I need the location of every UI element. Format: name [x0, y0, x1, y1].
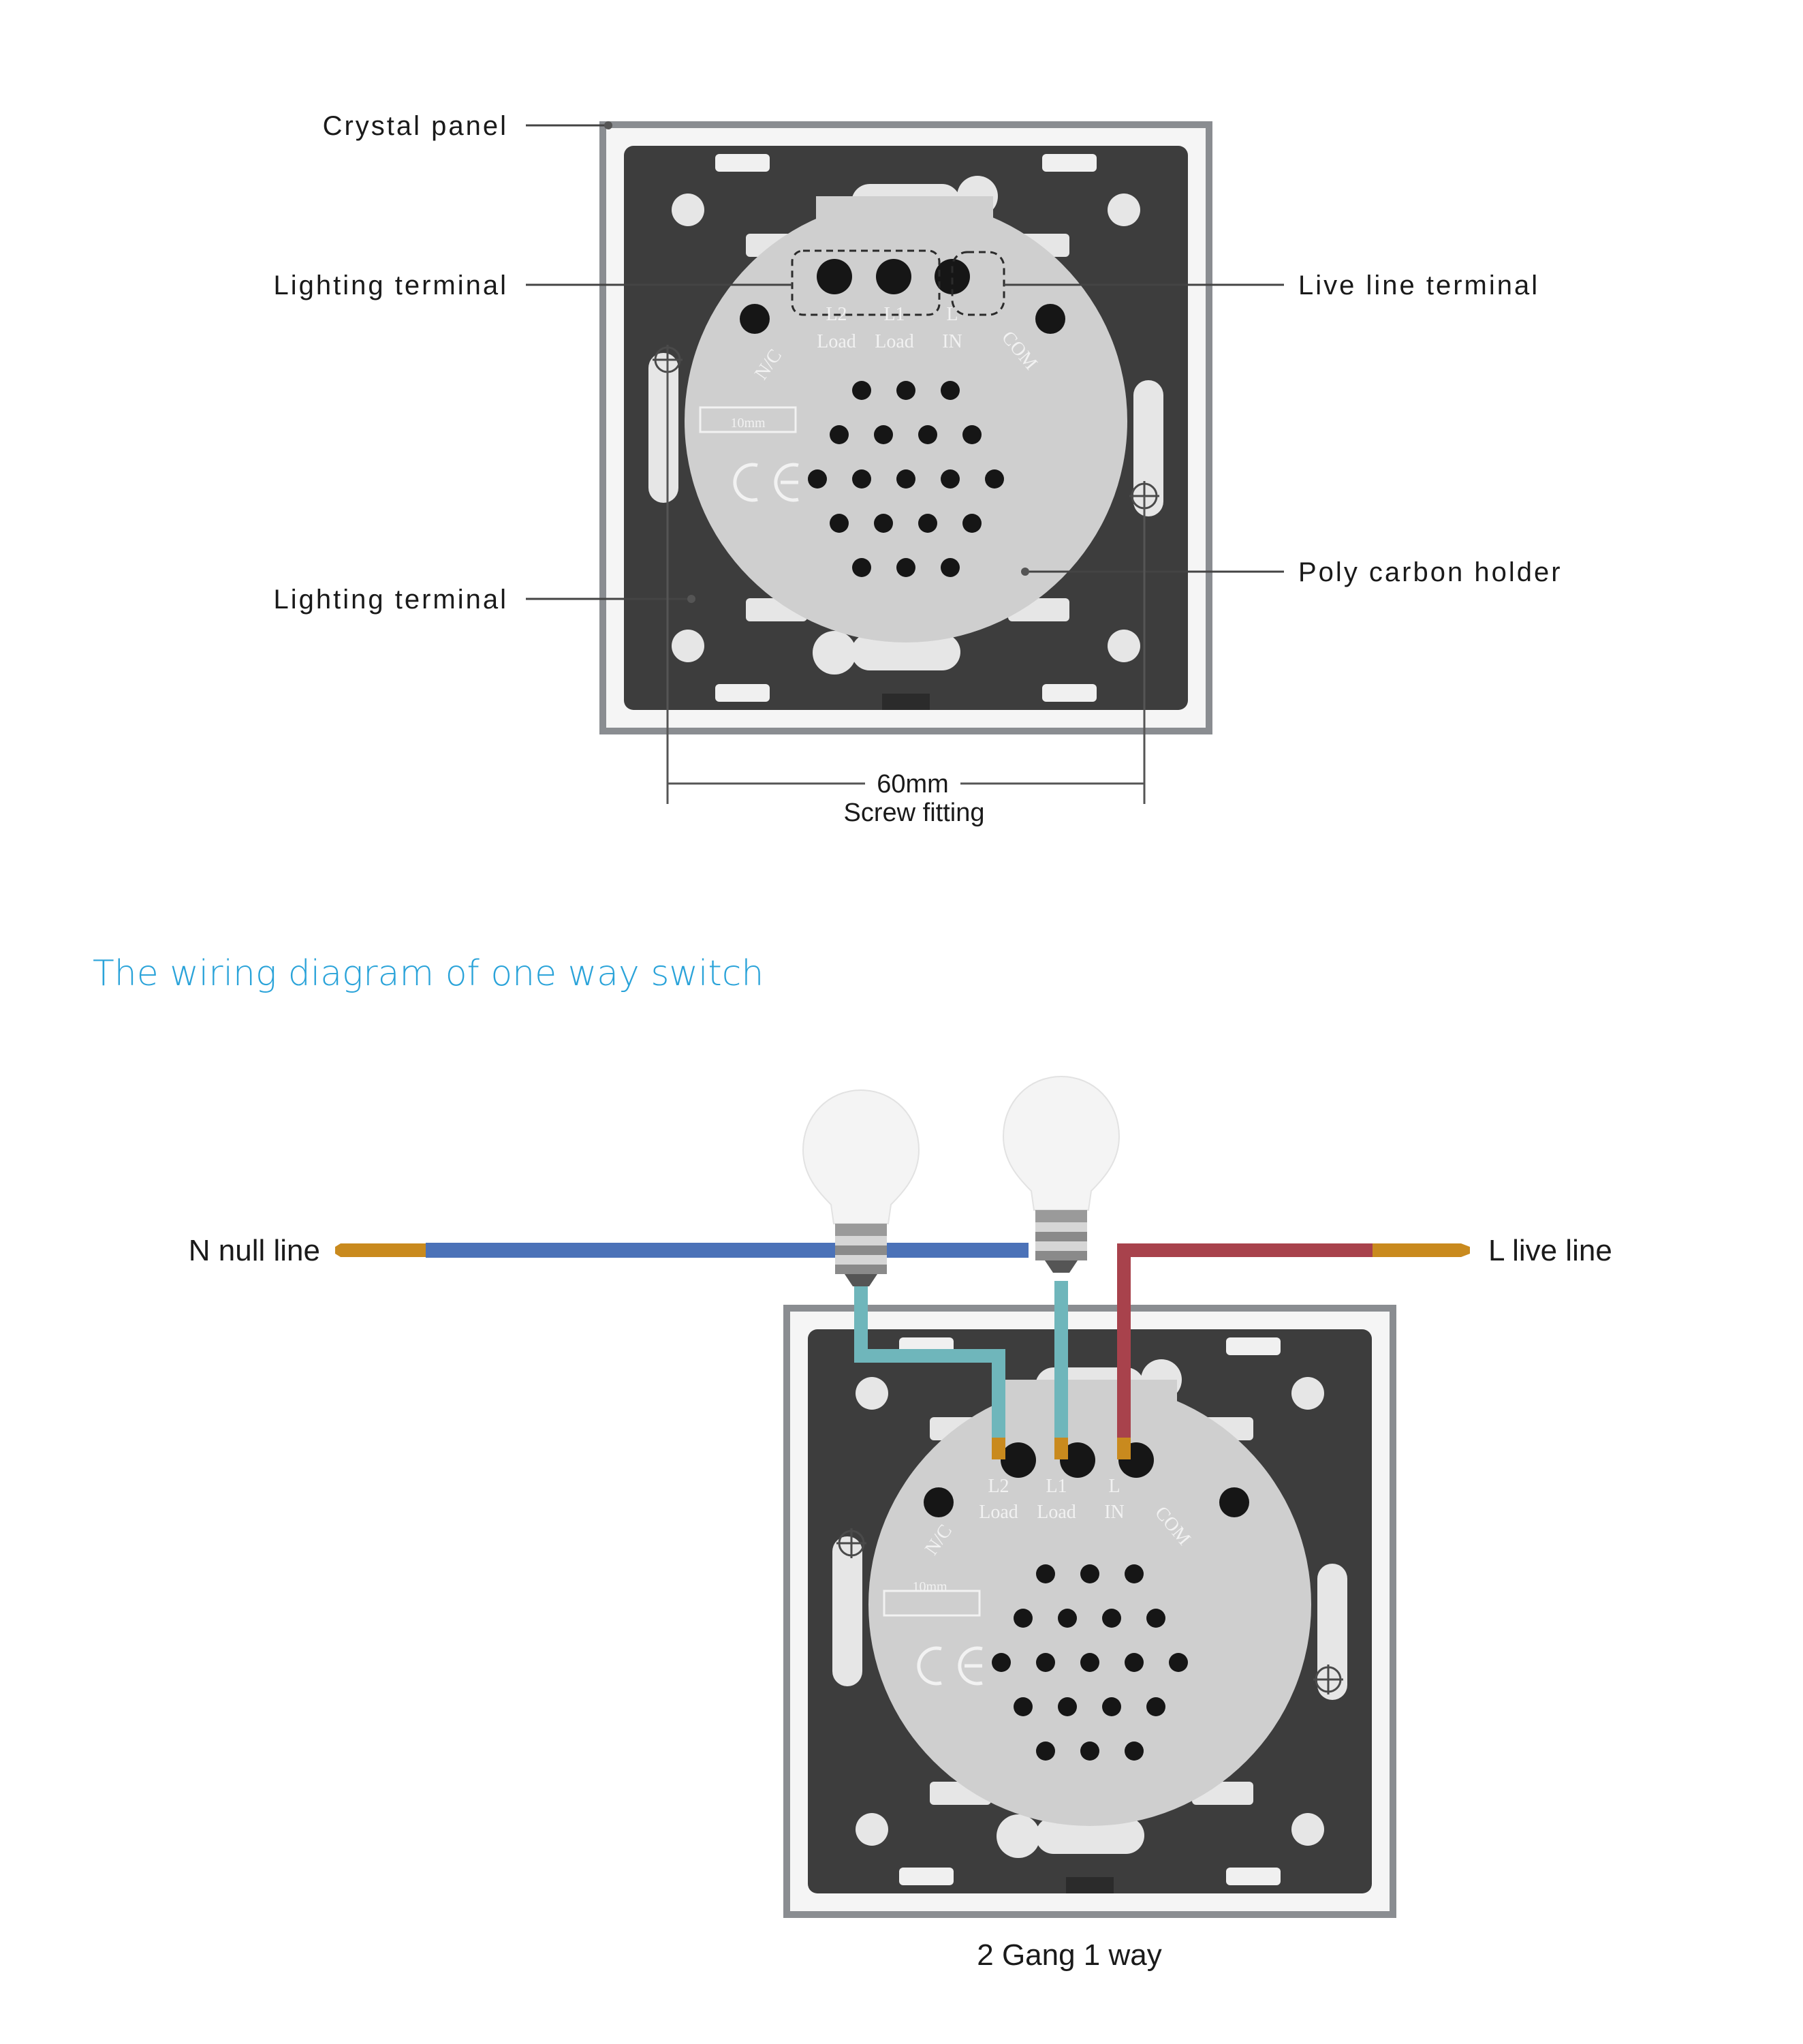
wiring-heading: The wiring diagram of one way switch: [93, 953, 764, 994]
neutral-line-label: N null line: [189, 1234, 320, 1267]
label-ruler-bottom: 10mm: [912, 1579, 947, 1594]
load-wire-l1: [1054, 1281, 1068, 1459]
callout-crystal-panel: Crystal panel: [323, 111, 508, 141]
label-in: IN: [942, 331, 962, 352]
callout-poly-carbon-holder: Poly carbon holder: [1298, 557, 1563, 587]
live-wire: [1117, 1243, 1470, 1459]
callout-live-line-terminal: Live line terminal: [1298, 270, 1539, 300]
label-l2-bottom: L2: [988, 1476, 1009, 1497]
callouts: Crystal panel Lighting terminal Live lin…: [274, 111, 1563, 615]
label-load-left: Load: [817, 331, 856, 352]
callout-lighting-terminal-top: Lighting terminal: [274, 270, 509, 300]
label-in-bottom: IN: [1104, 1502, 1125, 1523]
live-terminal-box: [951, 251, 1005, 316]
live-line-label: L live line: [1488, 1234, 1612, 1267]
dimension-caption: Screw fitting: [844, 799, 985, 827]
load-wire-l2: [854, 1281, 1005, 1459]
label-l: L: [946, 304, 958, 325]
label-l2: L2: [826, 304, 847, 325]
label-l1-bottom: L1: [1046, 1476, 1067, 1497]
neutral-wire: [335, 1243, 1029, 1258]
label-load-right-bottom: Load: [1037, 1502, 1076, 1523]
wiring-caption: 2 Gang 1 way: [977, 1938, 1162, 1972]
label-load-right: Load: [875, 331, 914, 352]
dimension-value: 60mm: [877, 770, 949, 799]
callout-lighting-terminal-bottom: Lighting terminal: [274, 585, 509, 615]
switch-rear-view: [599, 121, 1212, 734]
screw-dimension: 60mm Screw fitting: [666, 360, 1146, 827]
label-load-left-bottom: Load: [979, 1502, 1018, 1523]
switch-wiring-view: [783, 1305, 1396, 1918]
label-ruler: 10mm: [730, 416, 766, 431]
label-l1: L1: [883, 304, 905, 325]
label-l-bottom: L: [1108, 1476, 1120, 1497]
lighting-terminal-box: [791, 249, 941, 316]
